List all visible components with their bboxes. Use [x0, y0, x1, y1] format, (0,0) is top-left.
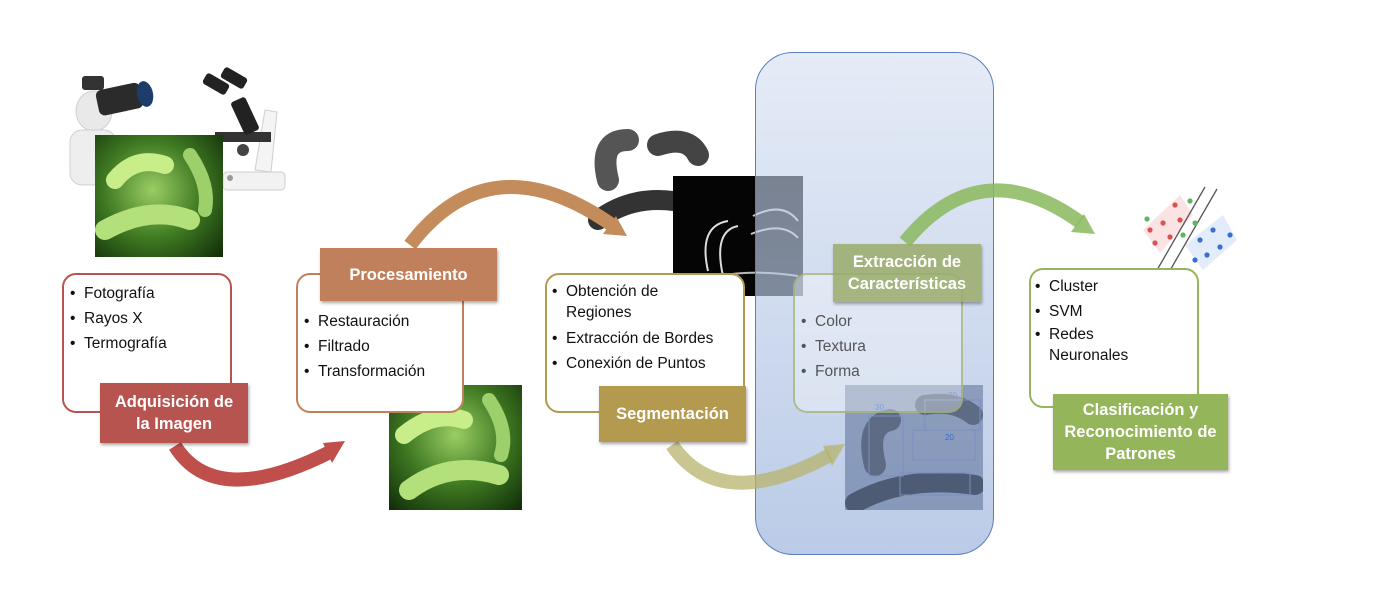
microscope-icon	[185, 67, 290, 195]
list-item: Restauración	[304, 309, 425, 334]
list-item: Fotografía	[70, 281, 167, 306]
list-item: SVM	[1035, 299, 1155, 324]
list-item: Transformación	[304, 359, 425, 384]
arrow-head	[823, 444, 845, 466]
annotation-label: 20	[945, 433, 954, 442]
arrow-features-to-classification	[899, 183, 1085, 247]
arrow-head	[323, 441, 345, 463]
list-item: Textura	[801, 334, 866, 359]
arrow-processing-to-segmentation	[404, 179, 616, 250]
arrow-head	[1071, 214, 1095, 234]
stage-processing-label: Procesamiento	[320, 248, 497, 301]
stage-segmentation-label: Segmentación	[599, 386, 746, 442]
list-item: Filtrado	[304, 334, 425, 359]
list-item: Redes Neuronales	[1035, 324, 1149, 366]
stage-classification-list: Cluster SVM Redes Neuronales	[1035, 274, 1155, 366]
svm-scatter-icon	[1125, 185, 1245, 280]
list-item: Obtención de Regiones	[552, 281, 691, 326]
list-item: Forma	[801, 359, 866, 384]
list-item: Rayos X	[70, 306, 167, 331]
stage-acquisition-list: Fotografía Rayos X Termografía	[70, 281, 167, 356]
stage-features-list: Color Textura Forma	[801, 309, 866, 384]
arrow-segmentation-to-features	[666, 440, 834, 490]
stage-acquisition-label: Adquisición de la Imagen	[100, 383, 248, 443]
list-item: Termografía	[70, 331, 167, 356]
arrow-head	[603, 216, 627, 236]
stage-processing-list: Restauración Filtrado Transformación	[304, 309, 425, 384]
stage-classification-label: Clasificación y Reconocimiento de Patron…	[1053, 394, 1228, 470]
list-item: Conexión de Puntos	[552, 351, 742, 376]
list-item: Cluster	[1035, 274, 1155, 299]
list-item: Color	[801, 309, 866, 334]
bacteria-image-icon	[95, 135, 223, 257]
list-item: Extracción de Bordes	[552, 326, 742, 351]
annotation-label: 30	[875, 403, 884, 412]
stage-features-label: Extracción de Características	[833, 244, 981, 302]
annotation-label: 20	[948, 391, 957, 400]
arrow-acquisition-to-processing	[169, 442, 334, 487]
stage-segmentation-list: Obtención de Regiones Extracción de Bord…	[552, 281, 742, 376]
